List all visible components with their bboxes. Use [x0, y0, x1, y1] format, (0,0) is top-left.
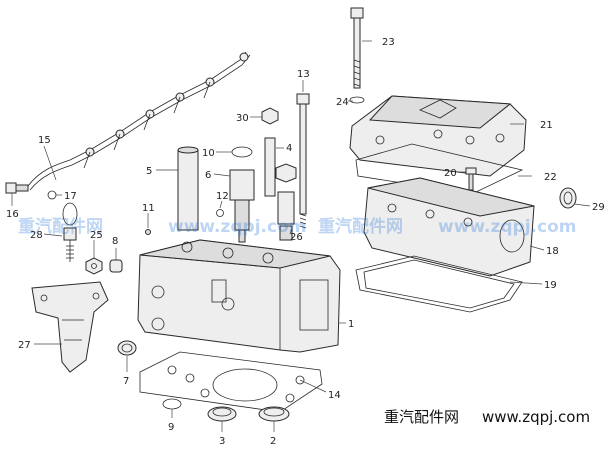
intermediate-housing [363, 177, 535, 277]
callout-12: 12 [216, 191, 229, 202]
watermark-text-far: www.zqpj.com [438, 217, 576, 237]
callout-22: 22 [544, 172, 557, 183]
callout-24: 24 [336, 97, 349, 108]
cover-bolt-23 [350, 7, 364, 89]
pin-11 [145, 229, 151, 235]
sleeve-26 [275, 163, 297, 241]
watermark-band: 重汽配件网 www.zqpj.com 重汽配件网 www.zqpj.com [18, 216, 576, 237]
cover-gasket [355, 143, 524, 195]
footer-watermark: 重汽配件网 www.zqpj.com [384, 408, 590, 426]
callout-15: 15 [38, 135, 51, 146]
callout-1: 1 [348, 319, 354, 330]
watermark-text-mid: www.zqpj.com [168, 217, 306, 237]
seal-ring-7 [117, 340, 137, 356]
callout-8: 8 [112, 236, 118, 247]
callout-9: 9 [168, 422, 174, 433]
callout-25: 25 [90, 230, 103, 241]
valve-seat-2 [258, 406, 290, 422]
callout-21: 21 [540, 120, 553, 131]
washer-24 [349, 96, 365, 104]
callout-16: 16 [6, 209, 19, 220]
callout-2: 2 [270, 436, 276, 447]
callout-numbers: 1 2 3 4 5 6 7 8 9 10 11 12 13 14 15 16 1… [6, 37, 605, 447]
callout-27: 27 [18, 340, 31, 351]
callout-30: 30 [236, 113, 249, 124]
callout-6: 6 [205, 170, 211, 181]
sleeve-tube-5 [177, 146, 199, 231]
valve-cover [349, 95, 527, 177]
fuel-pipe-assembly [27, 51, 251, 191]
o-ring-9 [162, 398, 182, 410]
callout-3: 3 [219, 436, 225, 447]
o-ring-10 [231, 146, 253, 158]
callout-13: 13 [297, 69, 310, 80]
lower-gasket [355, 255, 523, 313]
callout-7: 7 [123, 376, 129, 387]
callout-29: 29 [592, 202, 605, 213]
seal-ring-17 [47, 190, 57, 200]
callout-18: 18 [546, 246, 559, 257]
banjo-bolt [5, 182, 29, 194]
callout-11: 11 [142, 203, 155, 214]
callout-4: 4 [286, 143, 292, 154]
seal-ring-29 [559, 187, 577, 209]
callout-5: 5 [146, 166, 152, 177]
valve-seat-3 [207, 406, 237, 422]
plug-8 [109, 259, 123, 273]
nut-25 [85, 257, 103, 275]
callout-10: 10 [202, 148, 215, 159]
callout-28: 28 [30, 230, 43, 241]
lifting-eye-bolt [62, 202, 78, 262]
watermark-text-left: 重汽配件网 [18, 216, 103, 237]
injector-stud [261, 107, 279, 197]
callout-17: 17 [64, 191, 77, 202]
callout-20: 20 [444, 168, 457, 179]
head-gasket [139, 351, 323, 413]
callout-26: 26 [290, 232, 303, 243]
footer-url: www.zqpj.com [482, 408, 590, 426]
screw-20 [465, 167, 477, 191]
leader-lines [11, 40, 591, 432]
bracket-27 [31, 281, 109, 373]
callout-23: 23 [382, 37, 395, 48]
callout-14: 14 [328, 390, 341, 401]
ball-12 [216, 209, 224, 217]
footer-brand: 重汽配件网 [384, 408, 459, 426]
injector-6 [229, 169, 255, 243]
watermark-text-right: 重汽配件网 [318, 216, 403, 237]
cylinder-head [137, 239, 341, 353]
head-bolt-13 [296, 93, 310, 229]
callout-19: 19 [544, 280, 557, 291]
